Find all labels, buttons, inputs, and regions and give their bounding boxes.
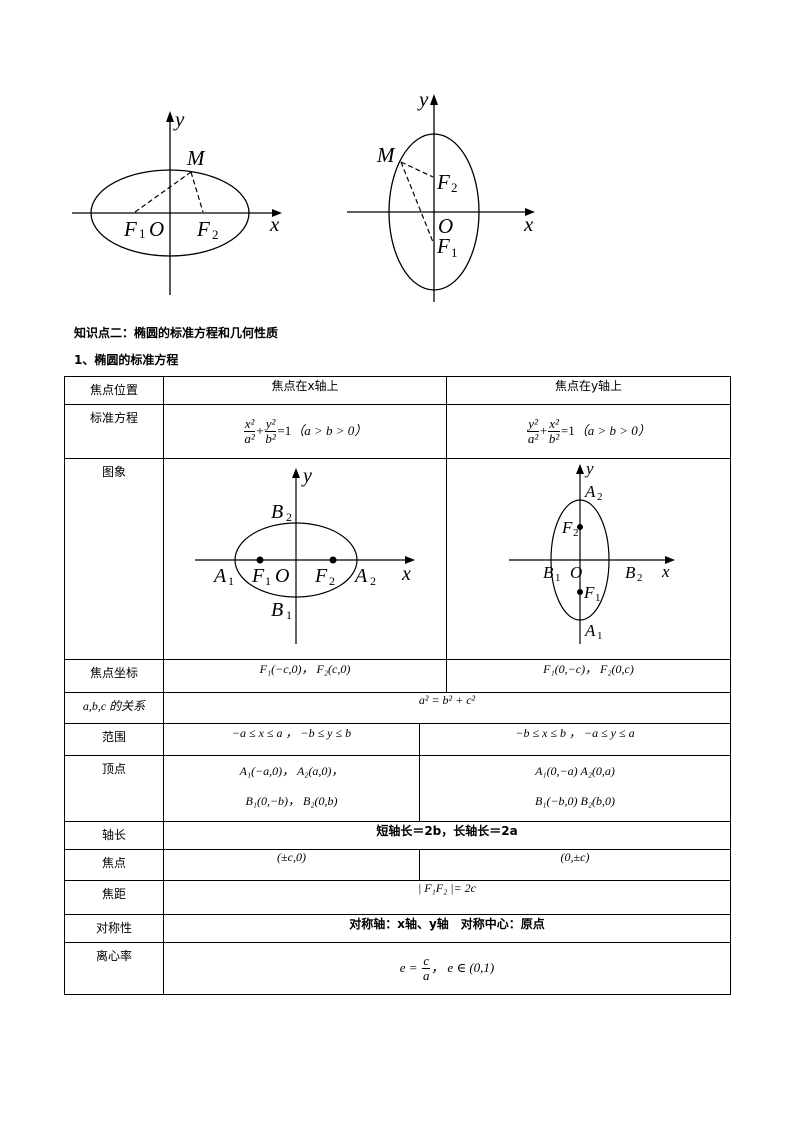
header-y-axis: 焦点在y轴上 <box>446 376 732 405</box>
table-row-focus-coords: 焦点坐标 F₁(−c,0)， F₂(c,0) F₁(0,−c)， F₂(0,c) <box>64 659 732 693</box>
svg-text:2: 2 <box>451 180 458 195</box>
svg-text:B: B <box>271 599 283 621</box>
svg-text:A: A <box>584 621 596 640</box>
svg-text:F: F <box>314 565 328 587</box>
graph-x-axis-ellipse: y x B 2 B 1 A 1 A 2 F 1 O F 2 <box>162 458 448 660</box>
svg-text:F: F <box>251 565 265 587</box>
table-row-abc-relation: a,b,c 的关系 a² = b² + c² <box>64 692 732 724</box>
ellipse-diagram: y x M F 1 O F 2 <box>72 107 282 295</box>
svg-text:O: O <box>570 563 582 582</box>
header-x-axis: 焦点在x轴上 <box>162 376 448 405</box>
svg-text:1: 1 <box>597 630 603 642</box>
svg-text:x: x <box>661 562 670 581</box>
y-axis-label: y <box>417 87 429 111</box>
graph-y-axis-ellipse: y x A 2 A 1 B 1 B 2 O F 2 F 1 <box>446 458 732 660</box>
section-title: 知识点二：椭圆的标准方程和几何性质 <box>74 326 279 340</box>
subsection-title: 1、椭圆的标准方程 <box>74 353 179 367</box>
svg-text:F: F <box>583 583 595 602</box>
svg-text:x: x <box>401 563 411 585</box>
svg-text:1: 1 <box>265 574 271 588</box>
svg-text:y: y <box>301 465 312 487</box>
table-row-header: 焦点位置 焦点在x轴上 焦点在y轴上 <box>64 376 732 405</box>
f2-label: F <box>196 217 210 241</box>
equation-label: 标准方程 <box>64 404 164 459</box>
svg-text:1: 1 <box>451 245 458 260</box>
table-row-symmetry: 对称性 对称轴：x轴、y轴 对称中心：原点 <box>64 914 732 943</box>
table-row-foci: 焦点 (±c,0) (0,±c) <box>64 849 732 881</box>
graph-label: 图象 <box>64 458 164 660</box>
origin-label: O <box>438 214 453 238</box>
svg-text:2: 2 <box>329 574 335 588</box>
svg-text:1: 1 <box>286 608 292 622</box>
svg-text:1: 1 <box>555 572 561 584</box>
svg-text:1: 1 <box>228 574 234 588</box>
ellipse-diagram-vertical: y x M F 2 O F 1 <box>347 87 535 302</box>
table-row-vertices: 顶点 A₁(−a,0)， A₂(a,0)， B₁(0,−b)， B₂(0,b) … <box>64 755 732 822</box>
table-row-graph: 图象 y x B 2 B 1 A 1 A 2 F 1 <box>64 458 732 660</box>
svg-text:2: 2 <box>637 572 643 584</box>
svg-text:A: A <box>353 565 368 587</box>
point-m-label: M <box>376 143 396 167</box>
svg-text:A: A <box>584 482 596 501</box>
table-row-focal-distance: 焦距 | F₁F₂ |= 2c <box>64 880 732 915</box>
svg-text:2: 2 <box>573 527 579 539</box>
svg-text:2: 2 <box>597 491 603 503</box>
ellipse-graph-x: y x B 2 B 1 A 1 A 2 F 1 O F 2 <box>194 465 415 644</box>
x-axis-label: x <box>523 212 534 236</box>
f1-label: F <box>436 234 450 258</box>
svg-text:1: 1 <box>139 226 146 241</box>
svg-text:B: B <box>625 563 636 582</box>
f1-label: F <box>123 217 137 241</box>
figure-horizontal-ellipse: y x M F 1 O F 2 <box>60 95 300 305</box>
svg-text:B: B <box>543 563 554 582</box>
svg-text:O: O <box>275 565 289 587</box>
ellipse-graph-y: y x A 2 A 1 B 1 B 2 O F 2 F 1 <box>509 459 676 644</box>
svg-text:2: 2 <box>212 227 219 242</box>
header-label: 焦点位置 <box>64 376 164 405</box>
x-axis-label: x <box>269 212 280 236</box>
origin-label: O <box>149 217 164 241</box>
point-m-label: M <box>186 146 206 170</box>
svg-text:B: B <box>271 501 283 523</box>
y-axis-label: y <box>173 107 185 131</box>
figure-vertical-ellipse: y x M F 2 O F 1 <box>340 85 550 305</box>
svg-text:1: 1 <box>595 592 601 604</box>
svg-text:y: y <box>584 459 594 478</box>
svg-text:2: 2 <box>286 510 292 524</box>
table-row-range: 范围 −a ≤ x ≤ a ， −b ≤ y ≤ b −b ≤ x ≤ b ， … <box>64 723 732 756</box>
table-row-axis-length: 轴长 短轴长＝2b，长轴长＝2a <box>64 821 732 850</box>
f2-label: F <box>436 170 450 194</box>
svg-text:F: F <box>561 518 573 537</box>
svg-text:A: A <box>212 565 227 587</box>
svg-text:2: 2 <box>370 574 376 588</box>
